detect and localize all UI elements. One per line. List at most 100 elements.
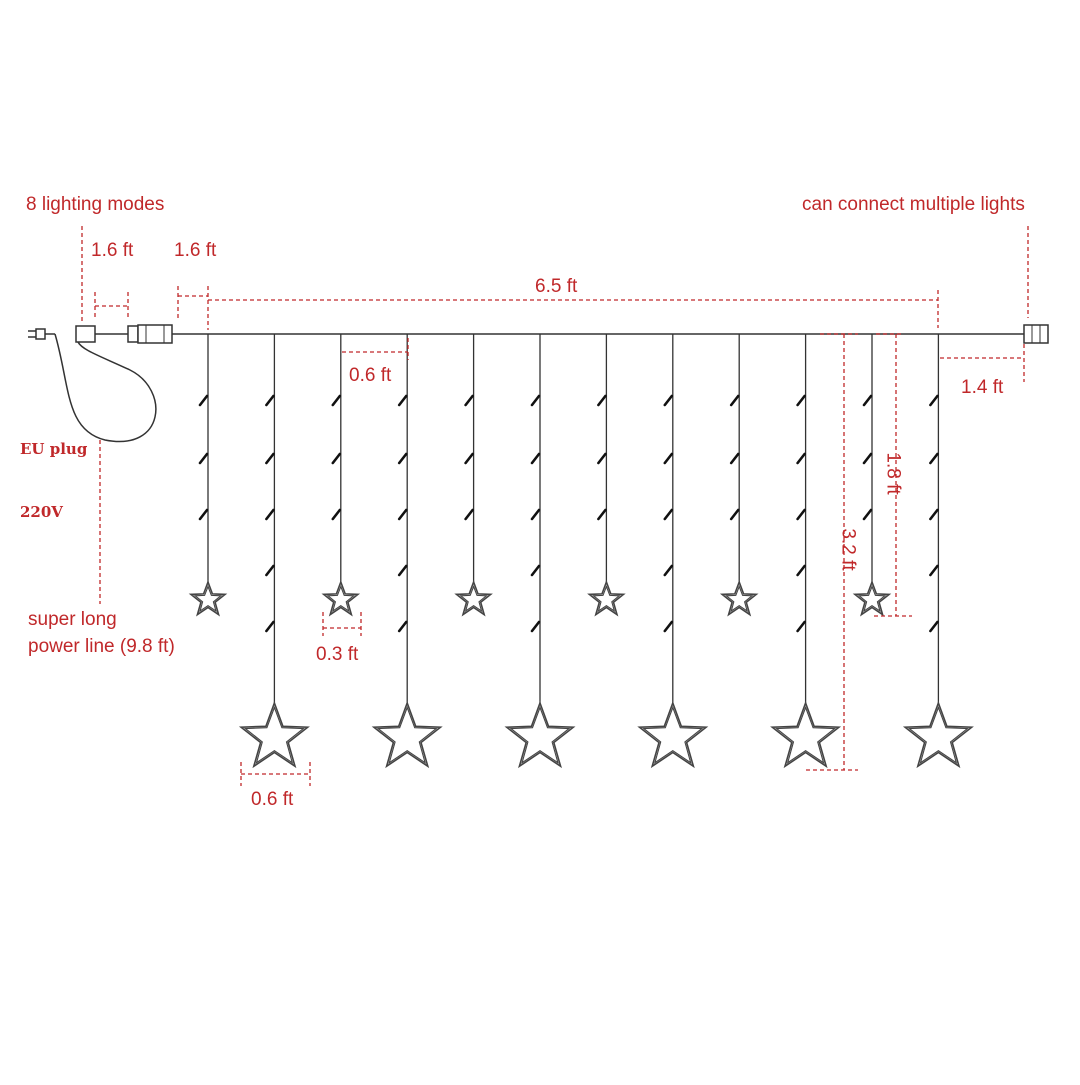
led-bulb-icon — [464, 394, 474, 407]
led-bulb-icon — [198, 452, 209, 465]
star-inner-outline — [193, 584, 223, 613]
led-bulb-icon — [464, 508, 474, 521]
connector-icon — [127, 324, 173, 344]
star-inner-outline — [724, 584, 754, 613]
long-strand-label: 3.2 ft — [837, 528, 859, 571]
star-icon — [719, 579, 759, 617]
controller-icon — [75, 325, 96, 343]
star-icon — [852, 579, 892, 617]
led-bulb-icon — [729, 508, 740, 521]
led-bulb-icon — [397, 452, 408, 465]
led-bulb-icon — [796, 564, 806, 577]
star-inner-outline — [459, 584, 488, 613]
led-bulb-icon — [597, 394, 607, 407]
strand — [504, 334, 576, 769]
star-inner-outline — [376, 705, 438, 764]
voltage-label: 220V — [20, 503, 63, 521]
led-bulb-icon — [331, 394, 342, 407]
strand — [238, 334, 310, 769]
led-bulb-icon — [663, 452, 674, 465]
total-width-label: 6.5 ft — [535, 276, 578, 297]
strand — [587, 334, 626, 617]
led-bulb-icon — [929, 508, 939, 521]
led-bulb-icon — [862, 394, 873, 407]
star-icon — [902, 700, 974, 769]
led-bulb-icon — [796, 620, 806, 633]
end-connector-icon — [1023, 324, 1049, 344]
led-bulb-icon — [397, 620, 408, 633]
led-bulb-icon — [929, 564, 939, 577]
led-bulb-icon — [530, 508, 541, 521]
star-inner-outline — [243, 705, 305, 764]
led-bulb-icon — [530, 620, 541, 633]
led-bulb-icon — [597, 508, 607, 521]
power-line-label-2: power line (9.8 ft) — [28, 636, 175, 657]
eu-plug-label: EU plug — [20, 440, 88, 458]
led-bulb-icon — [663, 508, 674, 521]
strand — [770, 334, 842, 769]
star-icon — [238, 700, 310, 769]
star-inner-outline — [907, 705, 969, 764]
led-bulb-icon — [265, 508, 275, 521]
strand — [719, 334, 759, 617]
star-icon — [454, 579, 493, 617]
led-bulb-icon — [464, 452, 474, 465]
strand-spacing-label: 0.6 ft — [349, 365, 392, 386]
led-bulb-icon — [862, 452, 873, 465]
led-bulb-icon — [929, 620, 939, 633]
star-inner-outline — [642, 705, 704, 764]
led-bulb-icon — [198, 508, 209, 521]
star-inner-outline — [857, 584, 887, 613]
strand — [902, 334, 974, 769]
small-star-label: 0.3 ft — [316, 644, 359, 665]
controller-length-label: 1.6 ft — [91, 240, 134, 261]
lead-length-label: 1.6 ft — [174, 240, 217, 261]
led-bulb-icon — [265, 452, 275, 465]
short-strand-label: 1.8 ft — [882, 452, 904, 495]
led-bulb-icon — [530, 564, 541, 577]
led-bulb-icon — [530, 394, 541, 407]
connect-multiple-label: can connect multiple lights — [802, 194, 1025, 215]
star-inner-outline — [326, 584, 356, 613]
led-bulb-icon — [597, 452, 607, 465]
end-gap-label: 1.4 ft — [961, 377, 1004, 398]
star-inner-outline — [592, 584, 621, 613]
star-inner-outline — [509, 705, 571, 764]
led-bulb-icon — [397, 508, 408, 521]
star-icon — [504, 700, 576, 769]
star-icon — [770, 700, 842, 769]
led-bulb-icon — [796, 508, 806, 521]
led-bulb-icon — [729, 452, 740, 465]
led-bulb-icon — [929, 452, 939, 465]
strand — [321, 334, 361, 617]
led-bulb-icon — [663, 620, 674, 633]
led-bulb-icon — [265, 394, 275, 407]
strands-group — [188, 334, 974, 769]
led-bulb-icon — [331, 508, 342, 521]
led-bulb-icon — [796, 452, 806, 465]
power-line-label-1: super long — [28, 609, 117, 630]
led-bulb-icon — [663, 394, 674, 407]
led-bulb-icon — [729, 394, 740, 407]
plug-icon — [28, 328, 55, 340]
led-bulb-icon — [796, 394, 806, 407]
led-bulb-icon — [862, 508, 873, 521]
large-star-label: 0.6 ft — [251, 789, 294, 810]
star-icon — [637, 700, 709, 769]
power-cord — [54, 333, 157, 443]
star-icon — [321, 579, 361, 617]
star-inner-outline — [775, 705, 837, 764]
lighting-modes-label: 8 lighting modes — [26, 194, 165, 215]
led-bulb-icon — [397, 564, 408, 577]
dimension-lines — [81, 226, 1029, 786]
led-bulb-icon — [265, 564, 275, 577]
led-bulb-icon — [663, 564, 674, 577]
led-bulb-icon — [265, 620, 275, 633]
led-bulb-icon — [397, 394, 408, 407]
strand — [371, 334, 443, 769]
strand — [637, 334, 709, 769]
led-bulb-icon — [929, 394, 939, 407]
led-bulb-icon — [530, 452, 541, 465]
